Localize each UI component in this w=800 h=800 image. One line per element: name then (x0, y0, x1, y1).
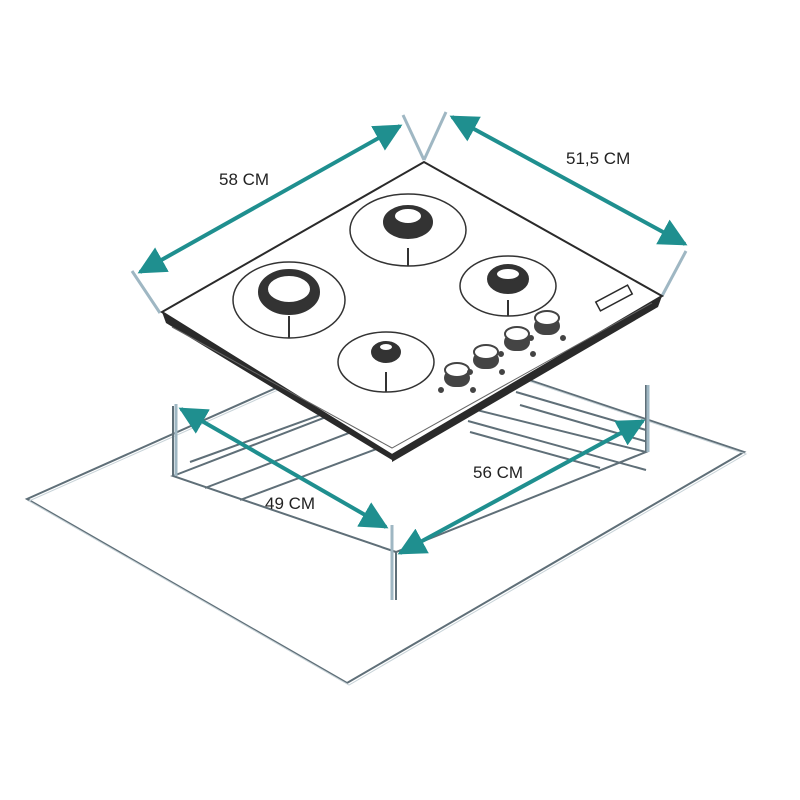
hob-depth-label: 51,5 CM (566, 149, 631, 168)
knob-4 (528, 310, 566, 341)
burner-front (337, 331, 435, 393)
dimension-arrows (137, 115, 688, 555)
arrow-hob-width (137, 124, 403, 274)
countertop (24, 333, 748, 686)
arrow-cutout-width (397, 419, 646, 555)
cutout-depth-label: 49 CM (265, 494, 316, 513)
knob-1 (438, 362, 476, 393)
knob-3 (498, 326, 536, 357)
control-knobs (438, 310, 566, 393)
knob-2 (467, 344, 505, 375)
hob-width-label: 58 CM (219, 170, 270, 189)
cutout-width-label: 56 CM (473, 463, 524, 482)
extension-lines (130, 111, 688, 600)
burner-right (459, 255, 557, 317)
burner-left (232, 261, 346, 339)
arrow-cutout-depth (178, 407, 389, 529)
arrow-hob-depth (449, 115, 688, 246)
